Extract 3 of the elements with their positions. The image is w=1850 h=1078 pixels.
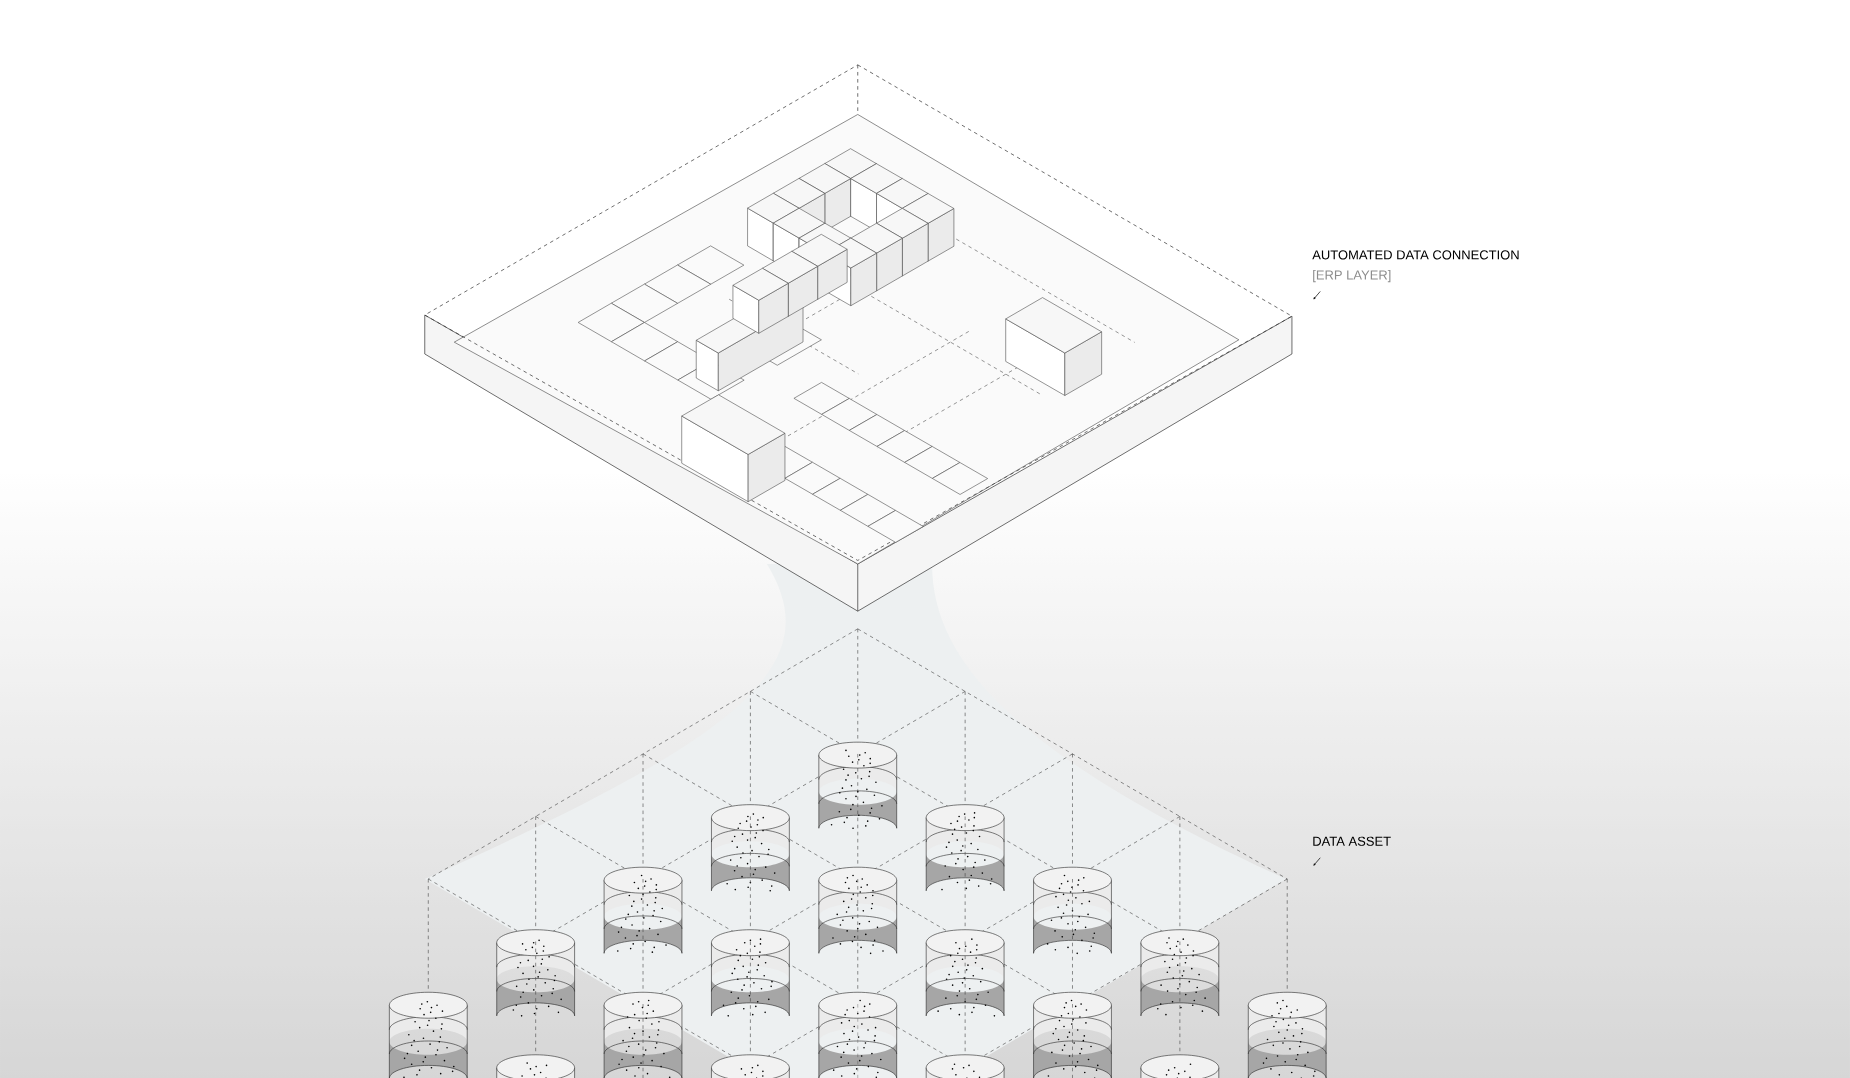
- callout-label: [ERP LAYER]: [1313, 269, 1391, 282]
- callout-label: AUTOMATED DATA CONNECTION: [1312, 250, 1519, 260]
- callout-label: DATA ASSET: [1313, 836, 1391, 846]
